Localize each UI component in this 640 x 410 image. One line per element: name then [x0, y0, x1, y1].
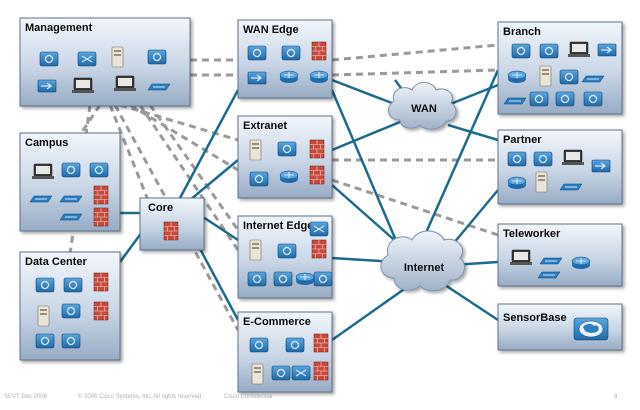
block-campus: Campus [19, 132, 121, 232]
footer-copyright: © 2006 Cisco Systems, Inc. All rights re… [78, 394, 203, 400]
block-teleworker: Teleworker [497, 223, 623, 287]
core-switch-icon [163, 221, 179, 241]
block-ecommerce: E-Commerce [237, 311, 333, 393]
footer-confidential: Cisco Confidential [224, 394, 273, 400]
footer-session: SEVT Dec 2006 [4, 394, 47, 400]
block-ecommerce-title: E-Commerce [243, 316, 311, 328]
globe-icon [573, 317, 609, 341]
block-sensorbase-title: SensorBase [503, 312, 567, 324]
block-teleworker-title: Teleworker [503, 228, 561, 240]
footer-page-number: 9 [614, 394, 618, 400]
block-partner: Partner [497, 129, 623, 205]
internet-cloud: Internet [380, 230, 465, 292]
block-internet-edge-title: Internet Edge [243, 220, 313, 232]
management-links [58, 43, 499, 331]
block-branch-title: Branch [503, 26, 541, 38]
block-wan-edge-title: WAN Edge [243, 24, 299, 36]
block-sensorbase: SensorBase [497, 303, 623, 351]
block-management: Management [19, 17, 191, 107]
block-extranet: Extranet [237, 115, 333, 199]
block-management-title: Management [25, 22, 93, 34]
block-partner-title: Partner [503, 134, 542, 146]
block-extranet-title: Extranet [243, 120, 287, 132]
block-core: Core [139, 197, 205, 251]
block-branch: Branch [497, 21, 623, 115]
block-data-center-title: Data Center [25, 256, 87, 268]
block-wan-edge: WAN Edge [237, 19, 333, 99]
network-links [118, 69, 500, 342]
block-data-center: Data Center [19, 251, 121, 361]
wan-cloud-label: WAN [411, 103, 437, 115]
block-internet-edge: Internet Edge [237, 215, 333, 299]
block-core-title: Core [148, 202, 173, 214]
internet-cloud-label: Internet [404, 262, 445, 274]
block-campus-title: Campus [25, 137, 68, 149]
wan-cloud: WAN [387, 82, 457, 130]
